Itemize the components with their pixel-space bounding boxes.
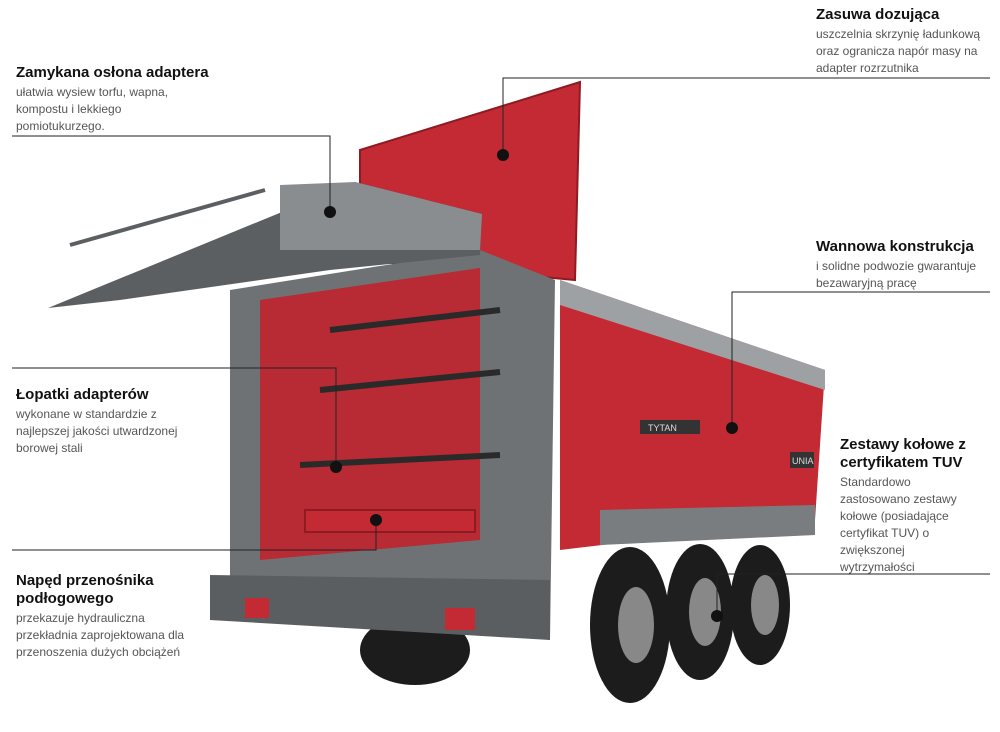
callout-adapter-cover: Zamykana osłona adaptera ułatwia wysiew …	[16, 64, 256, 135]
callout-adapter-blades: Łopatki adapterów wykonane w standardzie…	[16, 386, 216, 457]
brand-label: UNIA	[792, 456, 814, 466]
callout-title: Zestawy kołowe z certyfikatem TUV	[840, 436, 966, 471]
side-body: TYTAN UNIA	[560, 280, 825, 550]
callout-floor-conveyor: Napęd przenośnika podłogowego przekazuje…	[16, 572, 206, 661]
callout-title: Zasuwa dozująca	[816, 6, 940, 23]
model-label: TYTAN	[648, 423, 677, 433]
callout-title: Napęd przenośnika podłogowego	[16, 572, 154, 607]
callout-desc: przekazuje hydrauliczna przekładnia zapr…	[16, 611, 185, 659]
leader-lines	[12, 77, 990, 616]
callout-desc: uszczelnia skrzynię ładunkową oraz ogran…	[816, 27, 981, 75]
callout-wheel-sets: Zestawy kołowe z certyfikatem TUV Standa…	[840, 436, 1000, 576]
callout-desc: wykonane w standardzie z najlepszej jako…	[16, 407, 178, 455]
callout-title: Wannowa konstrukcja	[816, 238, 974, 255]
callout-dosing-gate: Zasuwa dozująca uszczelnia skrzynię ładu…	[816, 6, 996, 77]
callout-title: Łopatki adapterów	[16, 386, 149, 403]
rear-frame	[210, 250, 555, 640]
callout-desc: ułatwia wysiew torfu, wapna, kompostu i …	[16, 85, 169, 133]
callout-tub-construction: Wannowa konstrukcja i solidne podwozie g…	[816, 238, 996, 292]
callout-desc: Standardowo zastosowano zestawy kołowe (…	[840, 475, 957, 574]
conveyor-drive	[304, 509, 476, 533]
marker-dots	[324, 149, 738, 622]
callout-title: Zamykana osłona adaptera	[16, 64, 209, 81]
callout-desc: i solidne podwozie gwarantuje bezawaryjn…	[816, 259, 977, 290]
